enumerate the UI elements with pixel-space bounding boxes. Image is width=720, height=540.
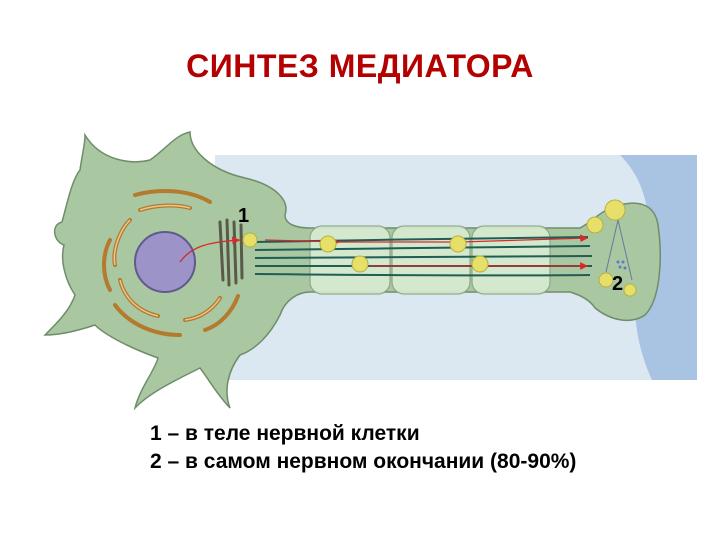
page-title: СИНТЕЗ МЕДИАТОРА	[0, 48, 720, 85]
neuron-diagram: 1 2	[40, 130, 700, 410]
marker-2: 2	[612, 273, 623, 295]
legend-line-1: 1 – в теле нервной клетки	[150, 420, 576, 448]
vesicle-terminal-1	[587, 217, 603, 233]
myelin-sheath	[310, 226, 550, 294]
vesicle-axon-4	[472, 256, 488, 272]
vesicle-terminal-3	[599, 273, 613, 287]
vesicle-golgi	[243, 233, 257, 247]
marker-1: 1	[238, 205, 249, 227]
vesicle-axon-1	[320, 236, 336, 252]
vesicle-terminal-4	[624, 284, 636, 296]
vesicle-axon-3	[450, 236, 466, 252]
vesicle-axon-2	[352, 256, 368, 272]
legend: 1 – в теле нервной клетки 2 – в самом не…	[150, 420, 576, 476]
vesicle-terminal-2	[605, 200, 625, 220]
legend-line-2: 2 – в самом нервном окончании (80-90%)	[150, 448, 576, 476]
nucleus	[135, 232, 195, 292]
